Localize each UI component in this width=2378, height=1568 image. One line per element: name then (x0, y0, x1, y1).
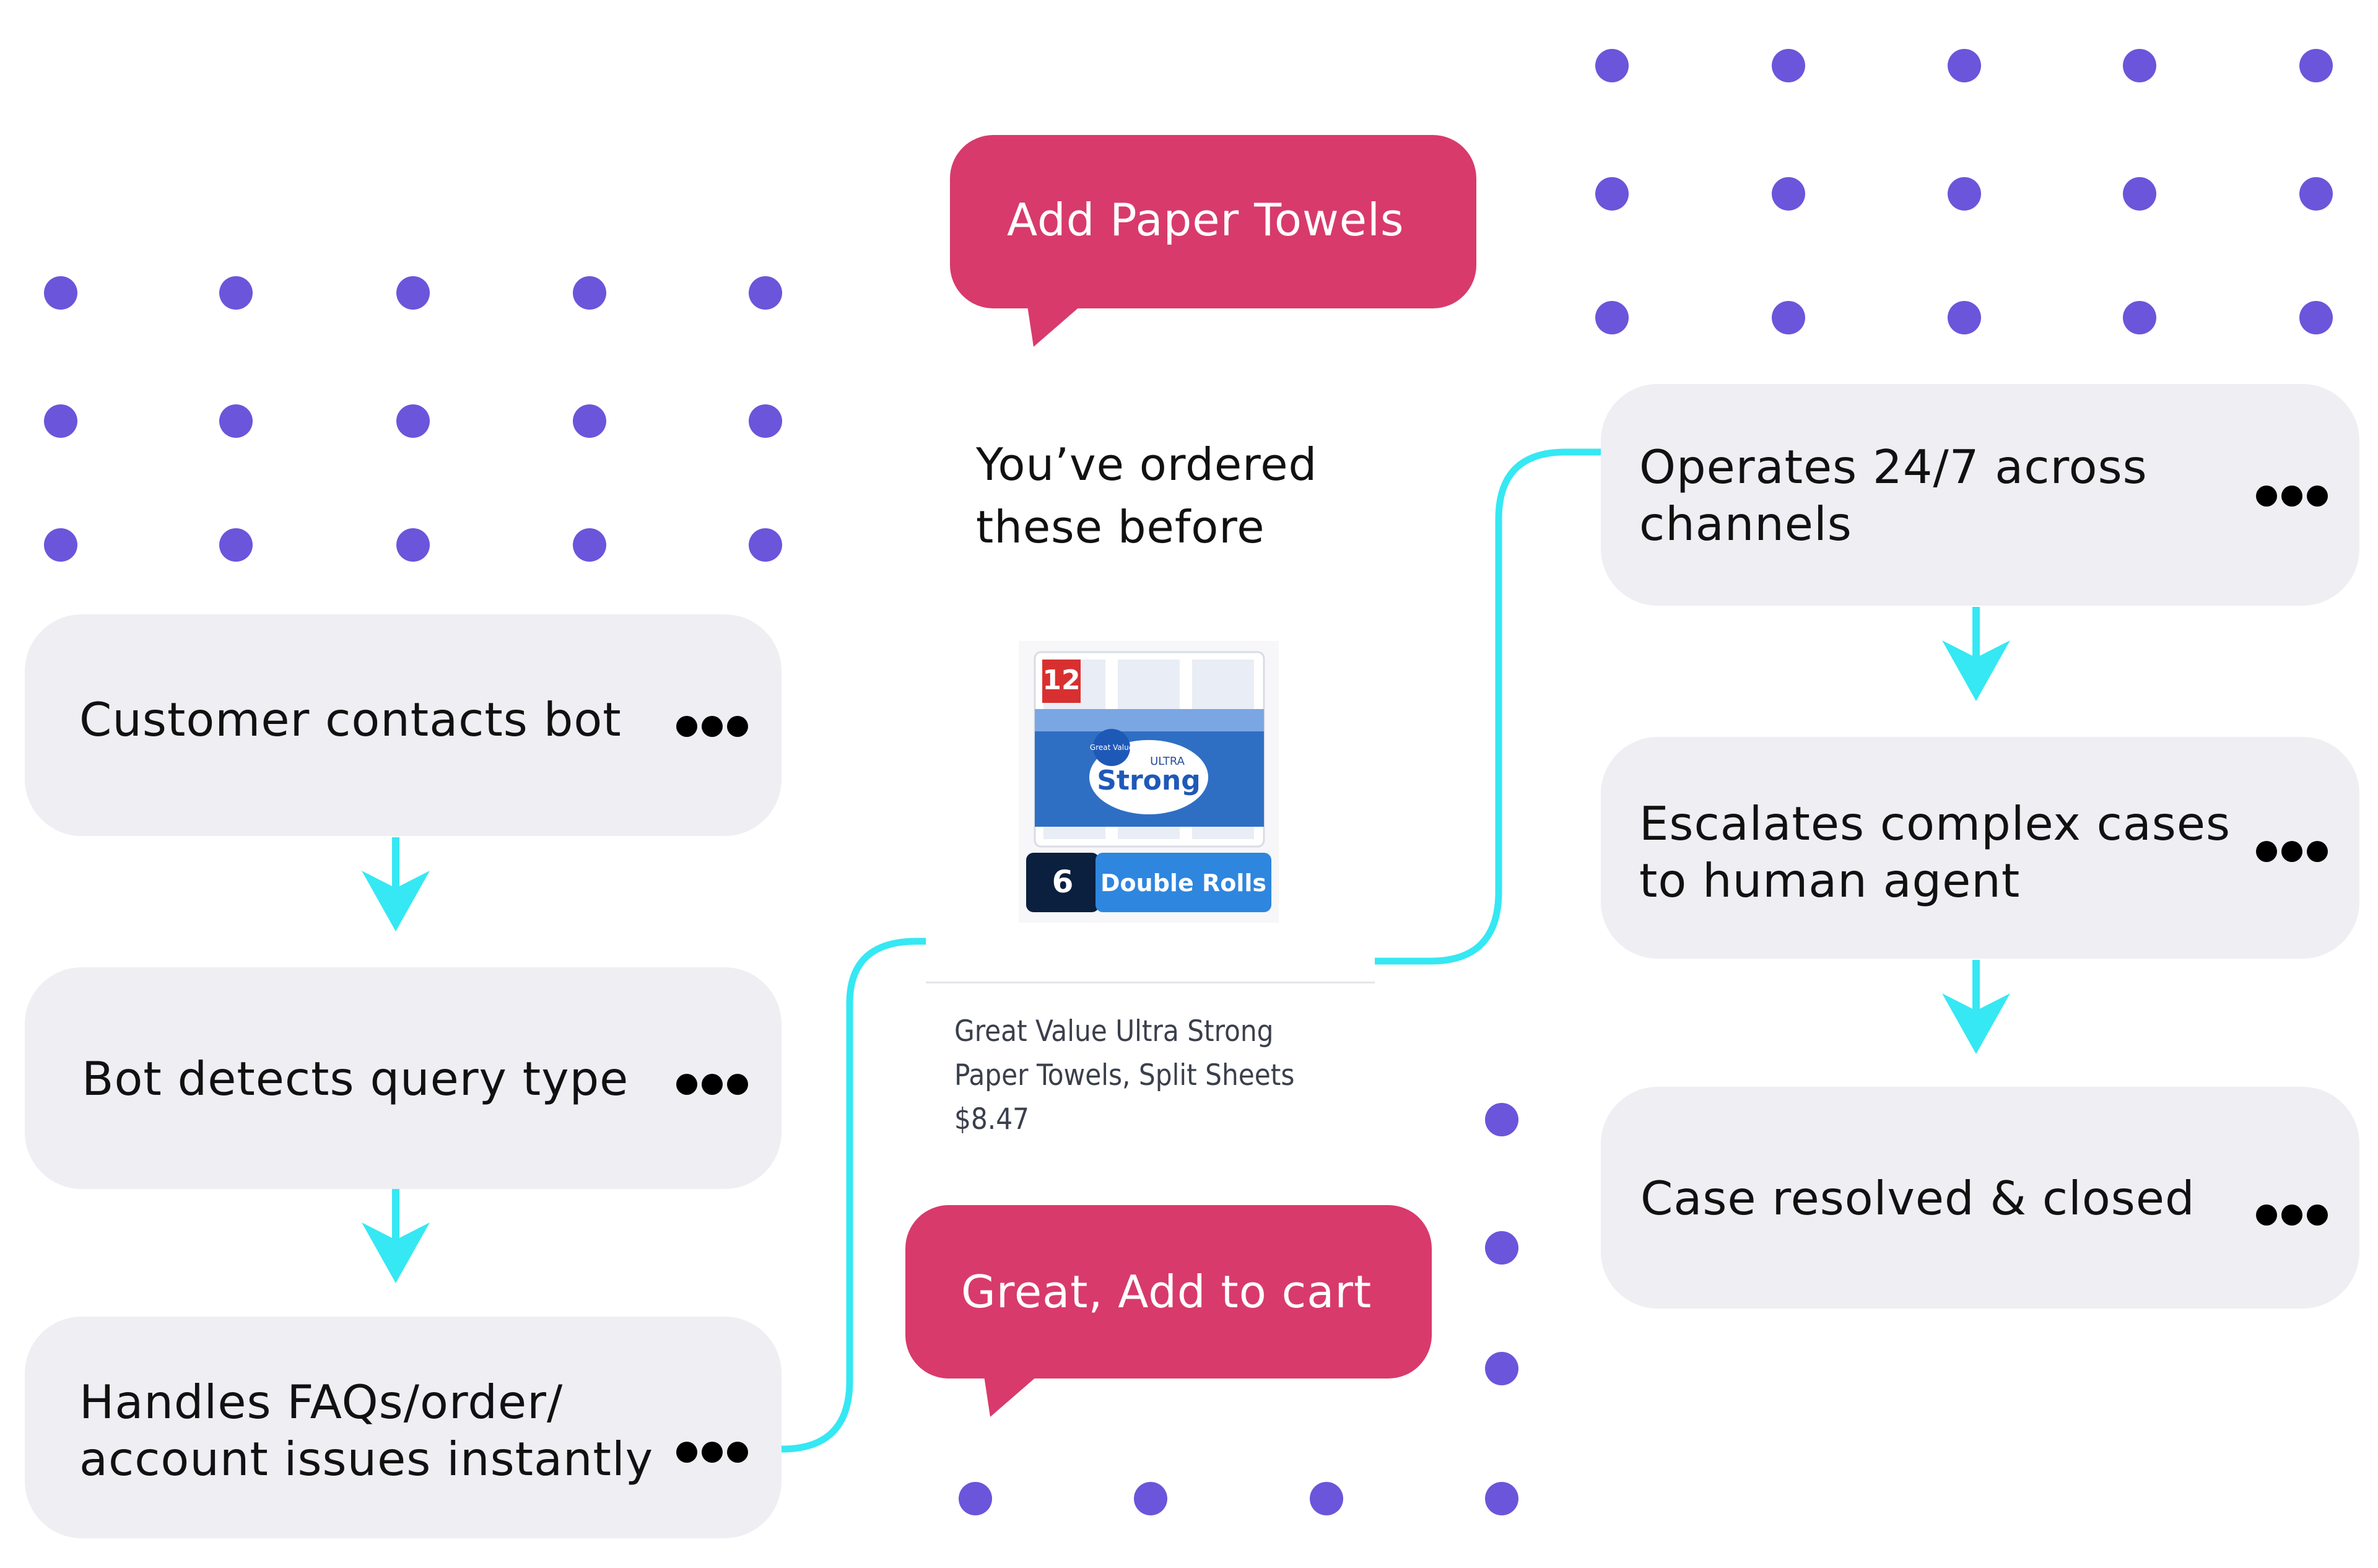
more-dots-icon[interactable] (676, 1074, 748, 1095)
user-message-text: Add Paper Towels (1007, 194, 1405, 246)
decor-dot (1595, 177, 1629, 211)
user-message-bubble: Add Paper Towels (950, 135, 1476, 308)
more-dots-icon[interactable] (676, 716, 748, 737)
flow-step-handles-issues: Handles FAQs/order/ account issues insta… (25, 1317, 782, 1538)
decor-dot (396, 404, 430, 438)
arrow-down-icon (362, 837, 430, 931)
pack-product-name: Strong (1097, 765, 1200, 796)
decor-dot (2299, 301, 2333, 334)
product-card[interactable]: 12 Great Value ULTRA Strong 6 Double Rol… (926, 619, 1375, 1152)
decor-dot (1772, 177, 1805, 211)
decor-dot (1134, 1482, 1167, 1515)
bot-message: You’ve ordered these before (954, 427, 1461, 570)
decor-dot (2299, 177, 2333, 211)
decor-dot (44, 276, 77, 310)
decor-dot (396, 276, 430, 310)
arrow-down-icon (1942, 960, 2010, 1054)
flow-step-label: Handles FAQs/order/ account issues insta… (79, 1375, 654, 1486)
decor-dot (573, 528, 606, 562)
user-message-text: Great, Add to cart (961, 1266, 1372, 1318)
pack-product-line: ULTRA (1150, 755, 1185, 768)
arrow-down-icon (1942, 607, 2010, 701)
flow-step-label: Case resolved & closed (1640, 1171, 2195, 1226)
flow-step-case-resolved: Case resolved & closed (1601, 1087, 2359, 1309)
flow-step-escalates: Escalates complex cases to human agent (1601, 737, 2359, 959)
decor-dot (2123, 49, 2156, 82)
more-dots-icon[interactable] (2256, 486, 2328, 507)
decor-dot (1948, 301, 1981, 334)
bubble-tail (1027, 306, 1081, 347)
decor-dot (749, 404, 782, 438)
decor-dot (1485, 1103, 1518, 1136)
decor-dot (1948, 177, 1981, 211)
flow-step-bot-detects: Bot detects query type (25, 967, 782, 1189)
decor-dot (1948, 49, 1981, 82)
flow-step-label: Operates 24/7 across channels (1639, 440, 2148, 551)
pack-roll-count: 6 (1052, 864, 1074, 900)
decor-dot (1772, 301, 1805, 334)
flow-step-label: Escalates complex cases to human agent (1639, 796, 2231, 908)
decor-dot (2299, 49, 2333, 82)
bubble-tail (984, 1376, 1037, 1417)
product-divider (926, 982, 1375, 983)
decor-dot (396, 528, 430, 562)
flow-step-label: Bot detects query type (82, 1052, 629, 1106)
decor-dot (44, 404, 77, 438)
decor-dot (219, 528, 253, 562)
product-title-line-1[interactable]: Great Value Ultra Strong (954, 1014, 1274, 1048)
connector-left (781, 938, 926, 1453)
decor-dot (2123, 301, 2156, 334)
decor-dot (1772, 49, 1805, 82)
decor-dot (1485, 1352, 1518, 1385)
decor-dot (1595, 301, 1629, 334)
pack-count: 12 (1042, 664, 1080, 696)
connector-right (1375, 448, 1601, 965)
flow-step-operates-24-7: Operates 24/7 across channels (1601, 384, 2359, 606)
product-title-line-2[interactable]: Paper Towels, Split Sheets (954, 1058, 1295, 1092)
bot-message-text: You’ve ordered these before (976, 438, 1318, 553)
decor-dot (1485, 1231, 1518, 1265)
decor-dot (749, 528, 782, 562)
product-image: 12 Great Value ULTRA Strong 6 Double Rol… (1019, 641, 1279, 923)
user-message-bubble: Great, Add to cart (905, 1205, 1432, 1379)
decor-dot (959, 1482, 992, 1515)
more-dots-icon[interactable] (676, 1442, 748, 1463)
product-price: $8.47 (954, 1102, 1030, 1136)
more-dots-icon[interactable] (2256, 841, 2328, 862)
decor-dot (749, 276, 782, 310)
decor-dot (1595, 49, 1629, 82)
pack-brand-badge: Great Value (1090, 743, 1133, 752)
flow-step-label: Customer contacts bot (79, 692, 622, 747)
decor-dot (1485, 1482, 1518, 1515)
decor-dot (44, 528, 77, 562)
flow-step-customer-contacts: Customer contacts bot (25, 614, 782, 836)
decor-dot (219, 276, 253, 310)
arrow-down-icon (362, 1189, 430, 1283)
decor-dot (573, 404, 606, 438)
decor-dot (573, 276, 606, 310)
decor-dot (2123, 177, 2156, 211)
decor-dot (219, 404, 253, 438)
more-dots-icon[interactable] (2256, 1204, 2328, 1226)
decor-dot (1310, 1482, 1343, 1515)
pack-roll-type: Double Rolls (1100, 869, 1266, 897)
